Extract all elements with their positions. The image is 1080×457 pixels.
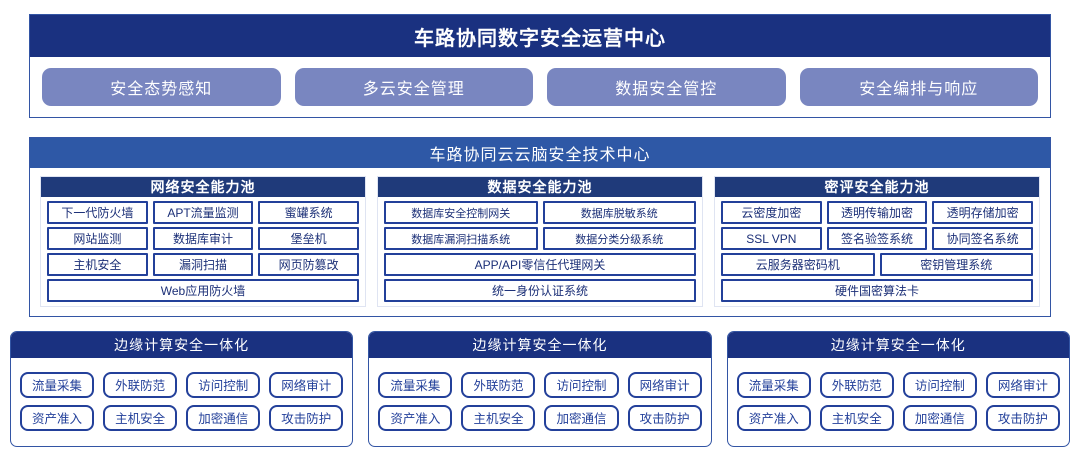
edge-item[interactable]: 主机安全 [819,404,894,431]
edge-row: 流量采集 外联防范 访问控制 网络审计 [378,371,702,398]
pool-item[interactable]: 云服务器密码机 [721,253,875,276]
pool-item[interactable]: 蜜罐系统 [258,201,360,224]
pool-row: APP/API零信任代理网关 [384,253,696,276]
edge-panel-title: 边缘计算安全一体化 [727,332,1069,358]
pool-item[interactable]: 硬件国密算法卡 [721,279,1033,302]
edge-item[interactable]: 流量采集 [378,371,453,398]
pool-item[interactable]: 统一身份认证系统 [384,279,696,302]
edge-row: 资产准入 主机安全 加密通信 攻击防护 [20,404,344,431]
edge-item[interactable]: 主机安全 [103,404,178,431]
capability-button-multicloud-security[interactable]: 多云安全管理 [294,68,533,106]
edge-row: 流量采集 外联防范 访问控制 网络审计 [736,371,1060,398]
pool-row: 云服务器密码机 密钥管理系统 [721,253,1033,276]
pool-item[interactable]: 透明存储加密 [932,201,1034,224]
pool-row: Web应用防火墙 [47,279,359,302]
edge-item[interactable]: 外联防范 [819,371,894,398]
pool-item[interactable]: SSL VPN [721,227,822,250]
edge-item[interactable]: 访问控制 [544,371,619,398]
edge-item[interactable]: 加密通信 [902,404,977,431]
edge-item[interactable]: 主机安全 [461,404,536,431]
pool-item[interactable]: 漏洞扫描 [152,253,254,276]
pool-item[interactable]: 网站监测 [47,227,148,250]
edge-item[interactable]: 访问控制 [902,371,977,398]
pool-item[interactable]: 主机安全 [47,253,148,276]
edge-item[interactable]: 资产准入 [378,404,453,431]
pool-item[interactable]: 协同签名系统 [932,227,1034,250]
edge-panel-items: 流量采集 外联防范 访问控制 网络审计 资产准入 主机安全 加密通信 攻击防护 [11,358,352,446]
pool-items-data-security: 数据库安全控制网关 数据库脱敏系统 数据库漏洞扫描系统 数据分类分级系统 APP… [378,197,702,307]
pool-row: 硬件国密算法卡 [721,279,1033,302]
pool-row: 数据库漏洞扫描系统 数据分类分级系统 [384,227,696,250]
pool-item[interactable]: 透明传输加密 [826,201,928,224]
pool-network-security: 网络安全能力池 下一代防火墙 APT流量监测 蜜罐系统 网站监测 数据库审计 堡… [40,176,366,307]
edge-item[interactable]: 网络审计 [269,371,344,398]
edge-panel-items: 流量采集 外联防范 访问控制 网络审计 资产准入 主机安全 加密通信 攻击防护 [369,358,710,446]
operation-center-section: 车路协同数字安全运营中心 安全态势感知 多云安全管理 数据安全管控 安全编排与响… [29,14,1051,118]
edge-item[interactable]: 外联防范 [103,371,178,398]
edge-item[interactable]: 攻击防护 [985,404,1060,431]
pool-item[interactable]: 数据库安全控制网关 [384,201,538,224]
pool-item[interactable]: 签名验签系统 [826,227,928,250]
capability-button-data-security-control[interactable]: 数据安全管控 [547,68,786,106]
pool-item[interactable]: Web应用防火墙 [47,279,359,302]
edge-item[interactable]: 加密通信 [544,404,619,431]
pool-title-network-security: 网络安全能力池 [41,177,365,197]
pool-data-security: 数据安全能力池 数据库安全控制网关 数据库脱敏系统 数据库漏洞扫描系统 数据分类… [377,176,703,307]
edge-item[interactable]: 加密通信 [186,404,261,431]
operation-center-capability-row: 安全态势感知 多云安全管理 数据安全管控 安全编排与响应 [30,57,1050,117]
edge-panel-2: 边缘计算安全一体化 流量采集 外联防范 访问控制 网络审计 资产准入 主机安全 … [368,331,712,447]
edge-item[interactable]: 网络审计 [985,371,1060,398]
pool-item[interactable]: 数据库审计 [152,227,254,250]
edge-item[interactable]: 外联防范 [461,371,536,398]
edge-item[interactable]: 访问控制 [186,371,261,398]
pool-item[interactable]: 下一代防火墙 [47,201,148,224]
capability-pools-container: 网络安全能力池 下一代防火墙 APT流量监测 蜜罐系统 网站监测 数据库审计 堡… [30,168,1050,316]
edge-item[interactable]: 流量采集 [20,371,95,398]
operation-center-title: 车路协同数字安全运营中心 [30,15,1050,57]
edge-computing-section: 边缘计算安全一体化 流量采集 外联防范 访问控制 网络审计 资产准入 主机安全 … [10,331,1070,447]
pool-item[interactable]: 网页防篡改 [258,253,360,276]
edge-item[interactable]: 攻击防护 [269,404,344,431]
pool-item[interactable]: APP/API零信任代理网关 [384,253,696,276]
pool-title-crypto-security: 密评安全能力池 [715,177,1039,197]
cloud-brain-title: 车路协同云云脑安全技术中心 [30,138,1050,168]
pool-row: 下一代防火墙 APT流量监测 蜜罐系统 [47,201,360,224]
edge-item[interactable]: 网络审计 [627,371,702,398]
edge-item[interactable]: 资产准入 [736,404,811,431]
edge-panel-title: 边缘计算安全一体化 [369,332,711,358]
pool-items-network-security: 下一代防火墙 APT流量监测 蜜罐系统 网站监测 数据库审计 堡垒机 主机安全 … [41,197,365,307]
pool-item[interactable]: APT流量监测 [152,201,254,224]
pool-row: 网站监测 数据库审计 堡垒机 [47,227,360,250]
pool-row: 主机安全 漏洞扫描 网页防篡改 [47,253,360,276]
edge-row: 流量采集 外联防范 访问控制 网络审计 [20,371,344,398]
pool-item[interactable]: 云密度加密 [721,201,822,224]
edge-panel-items: 流量采集 外联防范 访问控制 网络审计 资产准入 主机安全 加密通信 攻击防护 [728,358,1069,446]
edge-item[interactable]: 攻击防护 [627,404,702,431]
pool-row: 数据库安全控制网关 数据库脱敏系统 [384,201,696,224]
pool-crypto-security: 密评安全能力池 云密度加密 透明传输加密 透明存储加密 SSL VPN 签名验签… [714,176,1040,307]
edge-panel-1: 边缘计算安全一体化 流量采集 外联防范 访问控制 网络审计 资产准入 主机安全 … [10,331,354,447]
edge-item[interactable]: 流量采集 [736,371,811,398]
edge-item[interactable]: 资产准入 [20,404,95,431]
pool-row: SSL VPN 签名验签系统 协同签名系统 [721,227,1034,250]
pool-row: 统一身份认证系统 [384,279,696,302]
cloud-brain-section: 车路协同云云脑安全技术中心 网络安全能力池 下一代防火墙 APT流量监测 蜜罐系… [29,137,1051,317]
pool-item[interactable]: 数据库脱敏系统 [542,201,696,224]
pool-item[interactable]: 数据库漏洞扫描系统 [384,227,538,250]
edge-row: 资产准入 主机安全 加密通信 攻击防护 [378,404,702,431]
pool-item[interactable]: 密钥管理系统 [879,253,1033,276]
edge-panel-title: 边缘计算安全一体化 [11,332,353,358]
capability-button-orchestration-response[interactable]: 安全编排与响应 [799,68,1038,106]
pool-title-data-security: 数据安全能力池 [378,177,702,197]
pool-items-crypto-security: 云密度加密 透明传输加密 透明存储加密 SSL VPN 签名验签系统 协同签名系… [715,197,1039,307]
pool-item[interactable]: 堡垒机 [258,227,360,250]
pool-row: 云密度加密 透明传输加密 透明存储加密 [721,201,1034,224]
edge-panel-3: 边缘计算安全一体化 流量采集 外联防范 访问控制 网络审计 资产准入 主机安全 … [726,331,1070,447]
capability-button-situation-awareness[interactable]: 安全态势感知 [42,68,281,106]
pool-item[interactable]: 数据分类分级系统 [542,227,696,250]
edge-row: 资产准入 主机安全 加密通信 攻击防护 [736,404,1060,431]
